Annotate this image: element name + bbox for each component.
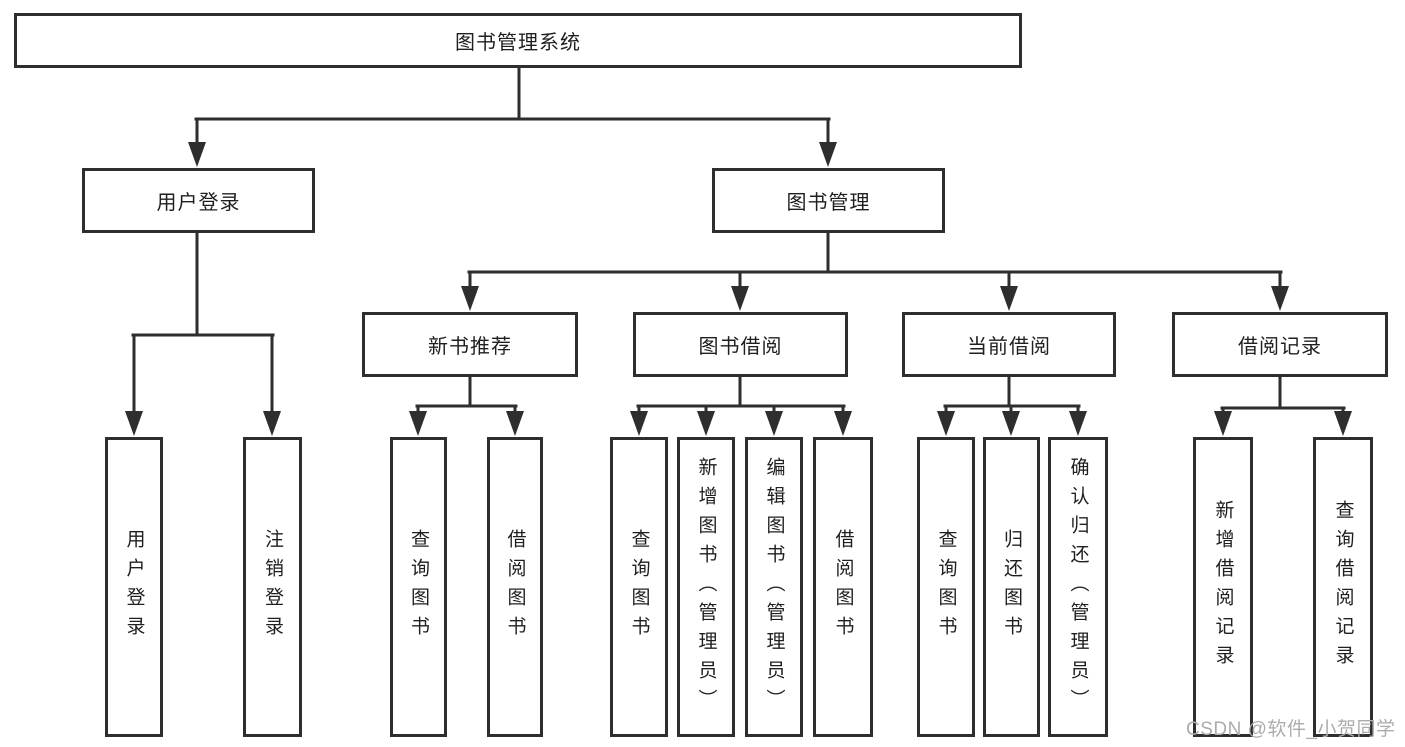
arrowheads-book-borrow (630, 411, 852, 436)
leaf-query-books-recommend-label: 查询图书 (408, 529, 429, 645)
leaf-borrow-books-recommend-label: 借阅图书 (504, 529, 526, 645)
arrowheads-new-rec (409, 411, 524, 436)
leaf-query-books-current: 查询图书 (917, 437, 975, 737)
leaf-add-borrow-record-label: 新增借阅记录 (1212, 500, 1234, 674)
leaf-add-book-admin: 新增图书（管理员） (677, 437, 735, 737)
leaf-borrow-book: 借阅图书 (813, 437, 873, 737)
arrowheads-user-login (125, 411, 281, 436)
leaf-query-books-current-label: 查询图书 (935, 529, 957, 645)
wire-records-subtree (1220, 374, 1346, 430)
leaf-borrow-books-recommend: 借阅图书 (487, 437, 543, 737)
node-book-management-label: 图书管理 (786, 192, 871, 214)
leaf-query-books-borrow-label: 查询图书 (628, 529, 650, 645)
leaf-borrow-book-label: 借阅图书 (832, 529, 854, 645)
node-book-borrow: 图书借阅 (633, 312, 848, 377)
leaf-query-borrow-record-label: 查询借阅记录 (1332, 500, 1354, 674)
wire-book-borrow-subtree (636, 374, 846, 430)
node-borrow-records-label: 借阅记录 (1238, 336, 1322, 358)
arrowheads-level3 (461, 286, 1289, 311)
leaf-user-login-label: 用户登录 (123, 529, 145, 645)
node-user-login: 用户登录 (82, 168, 315, 233)
leaf-query-books-borrow: 查询图书 (610, 437, 668, 737)
node-current-borrow-label: 当前借阅 (967, 336, 1051, 358)
wire-new-rec-subtree (415, 374, 518, 430)
node-system-root: 图书管理系统 (14, 13, 1022, 68)
leaf-query-books-recommend: 查询图书 (390, 437, 447, 737)
node-new-book-recommend-label: 新书推荐 (428, 336, 512, 358)
node-system-root-label: 图书管理系统 (455, 32, 581, 54)
leaf-logout-label: 注销登录 (262, 529, 283, 645)
wire-root-to-level2 (194, 65, 831, 157)
node-book-management: 图书管理 (712, 168, 945, 233)
leaf-add-book-admin-label: 新增图书（管理员） (695, 456, 717, 718)
node-user-login-label: 用户登录 (156, 192, 241, 214)
leaf-edit-book-admin-label: 编辑图书（管理员） (763, 456, 785, 718)
leaf-edit-book-admin: 编辑图书（管理员） (745, 437, 803, 737)
leaf-confirm-return-admin-label: 确认归还（管理员） (1067, 456, 1089, 718)
arrowheads-current (937, 411, 1087, 436)
node-current-borrow: 当前借阅 (902, 312, 1116, 377)
leaf-confirm-return-admin: 确认归还（管理员） (1048, 437, 1108, 737)
leaf-return-book-label: 归还图书 (1001, 529, 1022, 645)
node-borrow-records: 借阅记录 (1172, 312, 1388, 377)
wire-user-login-subtree (131, 230, 275, 429)
wire-mgmt-to-level3 (467, 230, 1283, 304)
arrowheads-level2 (188, 142, 837, 167)
leaf-return-book: 归还图书 (983, 437, 1040, 737)
node-book-borrow-label: 图书借阅 (698, 336, 783, 358)
arrowheads-records (1214, 411, 1352, 436)
leaf-logout: 注销登录 (243, 437, 302, 737)
leaf-add-borrow-record: 新增借阅记录 (1193, 437, 1253, 737)
leaf-query-borrow-record: 查询借阅记录 (1313, 437, 1373, 737)
node-new-book-recommend: 新书推荐 (362, 312, 578, 377)
leaf-user-login: 用户登录 (105, 437, 163, 737)
watermark: CSDN @软件_小贺同学 (1186, 719, 1396, 740)
